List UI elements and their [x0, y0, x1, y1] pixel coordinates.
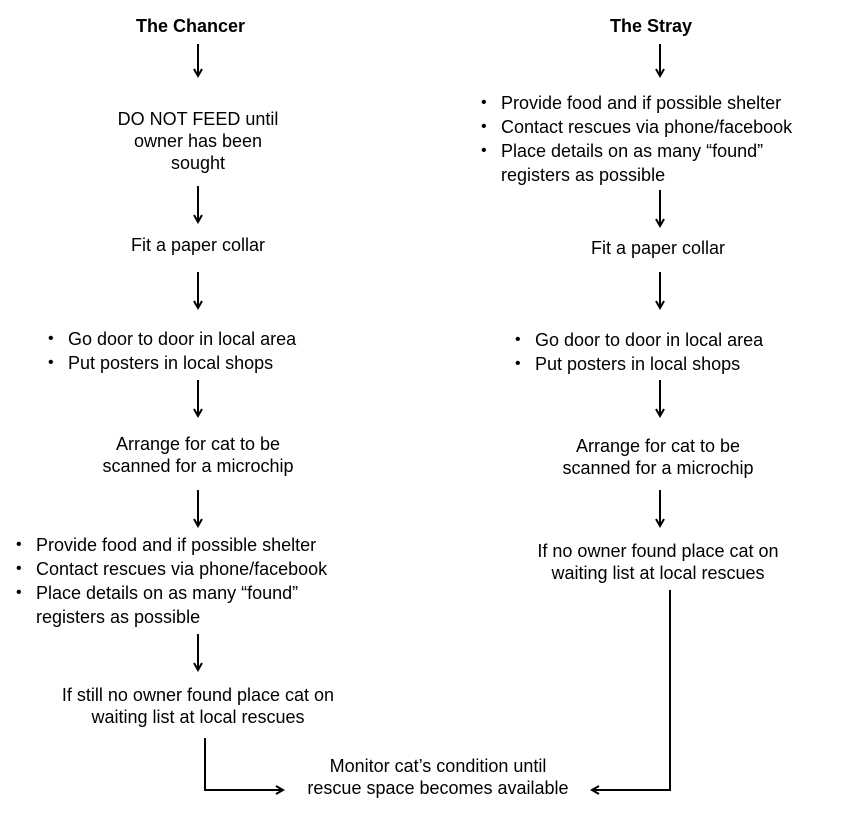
bullet-text: Go door to door in local area — [68, 329, 297, 349]
bullet-item: Go door to door in local area — [513, 328, 763, 352]
left-step-provide-food: Provide food and if possible shelter Con… — [14, 533, 327, 629]
bullet-item: Provide food and if possible shelter — [479, 91, 792, 115]
text-line: waiting list at local rescues — [551, 563, 765, 583]
text-line: Arrange for cat to be — [575, 436, 741, 456]
bullet-item: Provide food and if possible shelter — [14, 533, 327, 557]
bullet-item: Go door to door in local area — [46, 327, 296, 351]
bullet-text: Provide food and if possible shelter — [36, 535, 317, 555]
text-line: owner has been — [133, 131, 263, 151]
text-line: scanned for a microchip — [102, 456, 294, 476]
bullet-text: Put posters in local shops — [535, 354, 741, 374]
bullet-text: Provide food and if possible shelter — [501, 93, 782, 113]
right-step-door-to-door: Go door to door in local area Put poster… — [513, 328, 763, 376]
text-line: Monitor cat’s condition until — [329, 756, 547, 776]
final-step-monitor: Monitor cat’s condition until rescue spa… — [268, 755, 608, 799]
text-line: Fit a paper collar — [590, 238, 726, 258]
bullet-text: Contact rescues via phone/facebook — [36, 559, 328, 579]
right-step-waiting-list: If no owner found place cat on waiting l… — [488, 540, 828, 584]
text-line: scanned for a microchip — [562, 458, 754, 478]
right-step-paper-collar: Fit a paper collar — [508, 237, 808, 259]
left-title: The Chancer — [136, 16, 246, 36]
text-line: Fit a paper collar — [130, 235, 266, 255]
bullet-text: Place details on as many “found” — [501, 141, 764, 161]
text-line: waiting list at local rescues — [91, 707, 305, 727]
text-line: If no owner found place cat on — [537, 541, 779, 561]
text-line: DO NOT FEED until — [117, 109, 279, 129]
left-step-waiting-list: If still no owner found place cat on wai… — [18, 684, 378, 728]
bullet-item: Place details on as many “found” registe… — [14, 581, 327, 629]
arrow-right-to-final — [592, 590, 671, 790]
bullet-text: registers as possible — [36, 607, 201, 627]
right-step-provide-food: Provide food and if possible shelter Con… — [479, 91, 792, 187]
text-line: Arrange for cat to be — [115, 434, 281, 454]
right-step-microchip: Arrange for cat to be scanned for a micr… — [508, 435, 808, 479]
left-step-door-to-door: Go door to door in local area Put poster… — [46, 327, 296, 375]
left-step-microchip: Arrange for cat to be scanned for a micr… — [48, 433, 348, 477]
bullet-text: Put posters in local shops — [68, 353, 274, 373]
bullet-item: Put posters in local shops — [513, 352, 763, 376]
bullet-text: Place details on as many “found” — [36, 583, 299, 603]
bullet-item: Put posters in local shops — [46, 351, 296, 375]
bullet-item: Contact rescues via phone/facebook — [479, 115, 792, 139]
arrow-left-to-final — [204, 738, 283, 790]
bullet-text: Go door to door in local area — [535, 330, 764, 350]
text-line: sought — [170, 153, 226, 173]
left-step-do-not-feed: DO NOT FEED until owner has been sought — [48, 108, 348, 174]
bullet-item: Contact rescues via phone/facebook — [14, 557, 327, 581]
bullet-text: Contact rescues via phone/facebook — [501, 117, 793, 137]
left-step-paper-collar: Fit a paper collar — [48, 234, 348, 256]
text-line: rescue space becomes available — [307, 778, 569, 798]
right-title: The Stray — [610, 16, 693, 36]
text-line: If still no owner found place cat on — [61, 685, 335, 705]
bullet-text: registers as possible — [501, 165, 666, 185]
bullet-item: Place details on as many “found” registe… — [479, 139, 792, 187]
